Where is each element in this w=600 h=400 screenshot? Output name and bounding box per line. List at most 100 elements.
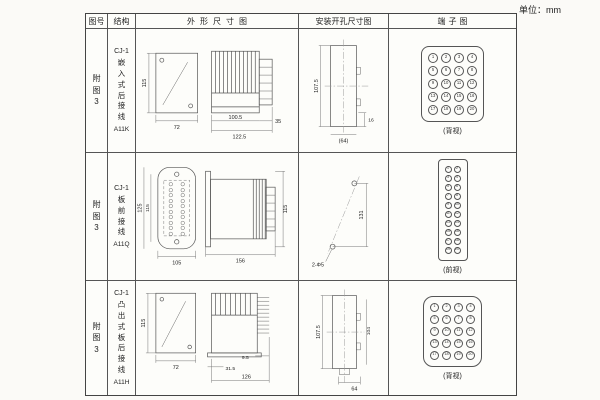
terminal-pin: 11 [454, 326, 463, 336]
terminal-pin: 16 [466, 338, 475, 348]
terminal-pin: 4 [467, 52, 477, 63]
dim-label: 64 [351, 386, 357, 392]
terminal-view-label: (背视) [443, 372, 462, 380]
figure-no: 附图3 [92, 200, 101, 233]
dim-label: 131 [359, 210, 365, 219]
structure-cell-row3: CJ-1 凸出式板后接线 A11H [108, 281, 136, 395]
terminal-pin: 14 [453, 219, 461, 227]
terminal-pin: 7 [444, 192, 452, 200]
terminal-pin: 9 [444, 201, 452, 209]
figure-no-cell-row3: 附图3 [86, 281, 108, 395]
terminal-pin: 18 [442, 350, 451, 360]
terminal-view-label: (前视) [443, 266, 462, 274]
structure-desc: 板前接线 [117, 194, 126, 237]
terminal-pin: 7 [454, 314, 463, 324]
header-figure: 图号 [86, 14, 108, 29]
terminal-pin: 5 [430, 314, 439, 324]
terminal-pin: 1 [430, 302, 439, 312]
structure-cell-row2: CJ-1 板前接线 A11Q [108, 153, 136, 281]
install-drawing-a11k: 107.5 16 (64) [314, 39, 374, 144]
dim-label: 115 [283, 204, 289, 213]
terminal-pin: 4 [466, 302, 475, 312]
terminal-pin: 8 [453, 192, 461, 200]
install-drawing-a11q: 131 2-Φ5 [312, 175, 369, 268]
terminal-pin: 20 [467, 104, 477, 115]
structure-desc: 凸出式板后接线 [117, 299, 126, 375]
terminal-pin: 12 [467, 78, 477, 89]
dim-label: 115 [145, 203, 151, 211]
terminal-pin: 5 [444, 183, 452, 191]
terminal-pin: 16 [467, 91, 477, 102]
dim-label: 9.5 [242, 355, 249, 361]
terminal-pin: 14 [441, 91, 451, 102]
terminal-pin: 15 [454, 338, 463, 348]
terminal-pin: 11 [444, 210, 452, 218]
dim-label: 16 [368, 117, 374, 123]
terminal-pin: 6 [453, 183, 461, 191]
dim-label: 105 [172, 260, 181, 266]
install-drawing-cell-row1: 107.5 16 (64) [299, 29, 389, 153]
terminal-pin: 2 [453, 165, 461, 173]
terminal-pin: 16 [453, 228, 461, 236]
dim-label: 72 [173, 365, 179, 371]
terminal-pin: 1 [428, 52, 438, 63]
model-label: CJ-1 [114, 289, 129, 297]
dim-label: 122.5 [233, 134, 247, 140]
terminal-pin: 3 [444, 174, 452, 182]
terminal-pin: 17 [428, 104, 438, 115]
dim-label: 115 [141, 319, 147, 328]
terminal-pin: 19 [444, 246, 452, 254]
terminal-pin: 15 [454, 91, 464, 102]
figure-no: 附图3 [92, 74, 101, 107]
model-label: CJ-1 [114, 184, 129, 192]
dim-label: 31.5 [225, 366, 235, 372]
structure-desc: 嵌入式后接线 [117, 57, 126, 122]
unit-label: 单位：mm [519, 5, 561, 15]
dim-label: 2-Φ5 [312, 262, 324, 268]
terminal-pin: 1 [444, 165, 452, 173]
terminal-pin: 10 [453, 201, 461, 209]
terminal-pin: 13 [428, 91, 438, 102]
dim-label: 125 [137, 203, 143, 212]
model-code: A11Q [113, 241, 130, 249]
terminal-pin: 11 [454, 78, 464, 89]
dim-label: (64) [339, 138, 349, 144]
dim-label: 156 [236, 258, 245, 264]
terminal-pin: 18 [453, 237, 461, 245]
terminal-pin: 9 [428, 78, 438, 89]
terminal-pin: 10 [441, 78, 451, 89]
figure-no-cell-row2: 附图3 [86, 153, 108, 281]
terminal-pin: 20 [466, 350, 475, 360]
terminal-pin: 17 [444, 237, 452, 245]
dim-label: 107.5 [316, 325, 322, 339]
terminal-view-label: (背视) [443, 127, 462, 135]
header-structure: 结构 [108, 14, 136, 29]
dim-label: 107.5 [314, 79, 320, 93]
terminal-pin: 20 [453, 246, 461, 254]
terminal-pin: 8 [467, 65, 477, 76]
terminal-pin: 15 [444, 228, 452, 236]
terminal-pin: 13 [430, 338, 439, 348]
figure-no: 附图3 [92, 321, 101, 354]
terminal-pin: 6 [441, 65, 451, 76]
figure-no-cell-row1: 附图3 [86, 29, 108, 153]
terminal-pin: 10 [442, 326, 451, 336]
dim-label: 100.5 [229, 114, 243, 120]
dim-label: 35 [275, 118, 281, 124]
dim-label: 126 [242, 375, 251, 381]
terminal-pin: 8 [466, 314, 475, 324]
install-drawing-a11h: 107.5 104 64 [316, 289, 372, 392]
terminal-pin: 6 [442, 314, 451, 324]
install-drawing-cell-row3: 107.5 104 64 [299, 281, 389, 395]
terminal-pin: 4 [453, 174, 461, 182]
terminal-pin: 9 [430, 326, 439, 336]
terminal-pin: 5 [428, 65, 438, 76]
dim-label: 104 [366, 327, 372, 335]
terminal-pin: 2 [442, 302, 451, 312]
model-code: A11H [113, 379, 130, 387]
